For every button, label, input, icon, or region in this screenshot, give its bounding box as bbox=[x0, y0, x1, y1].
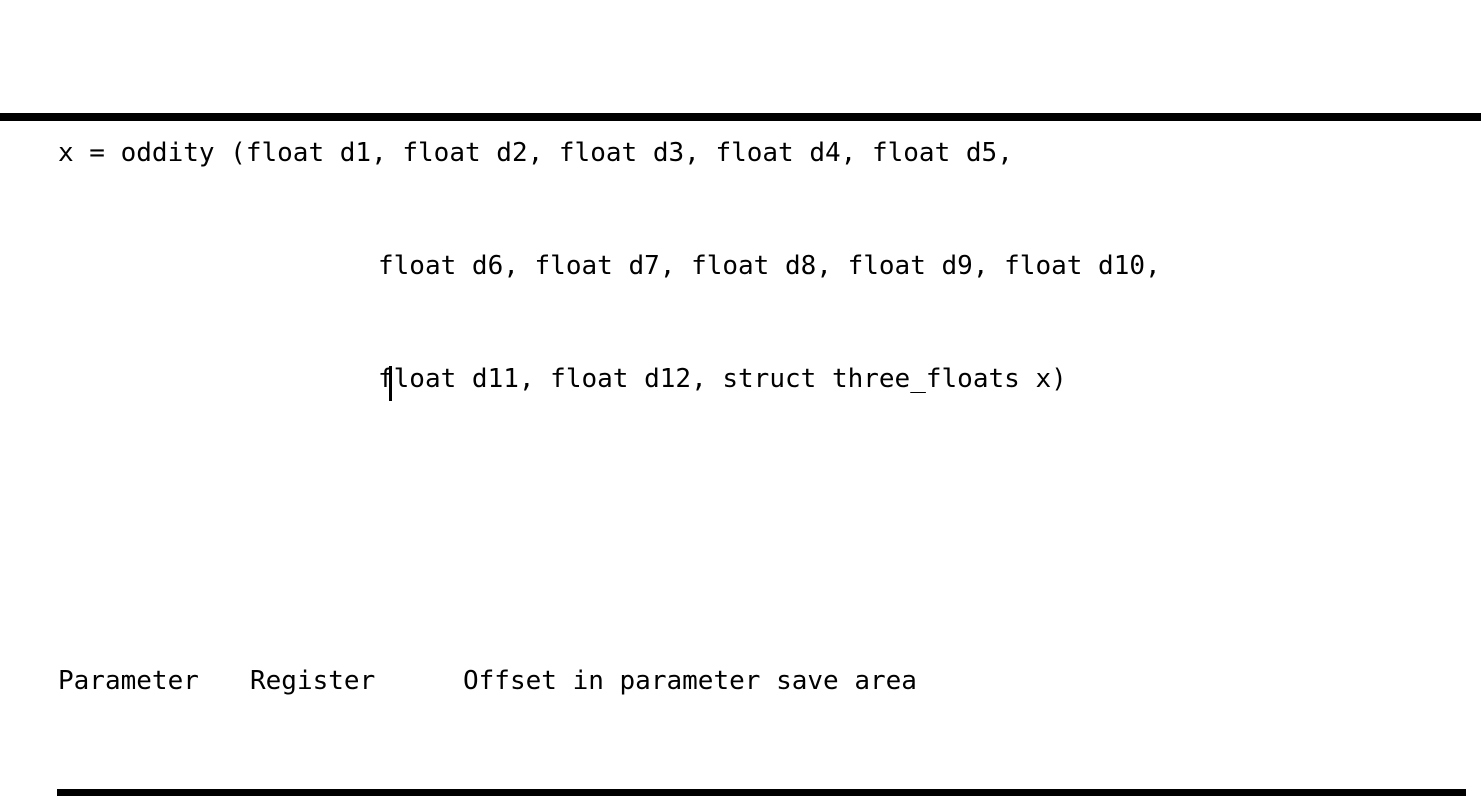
signature-text: x = oddity (float d1, float d2, float d3… bbox=[58, 138, 1013, 169]
header-register: Register bbox=[250, 665, 376, 696]
signature-line-3: float d11, float d12, struct three_float… bbox=[58, 361, 1458, 399]
header-parameter: Parameter bbox=[58, 665, 199, 696]
spacer-line bbox=[58, 512, 1458, 550]
bottom-horizontal-rule bbox=[57, 789, 1466, 796]
code-listing: x = oddity (float d1, float d2, float d3… bbox=[58, 22, 1458, 798]
top-horizontal-rule bbox=[0, 113, 1481, 122]
text-cursor bbox=[389, 366, 392, 401]
signature-text: float d6, float d7, float d8, float d9, … bbox=[378, 251, 1161, 282]
header-offset: Offset in parameter save area bbox=[463, 665, 917, 696]
signature-line-2: float d6, float d7, float d8, float d9, … bbox=[58, 248, 1458, 286]
signature-text: float d11, float d12, struct three_float… bbox=[378, 364, 1067, 395]
signature-line-1: x = oddity (float d1, float d2, float d3… bbox=[58, 135, 1458, 173]
table-header-row: Parameter Register Offset in parameter s… bbox=[58, 663, 1458, 701]
